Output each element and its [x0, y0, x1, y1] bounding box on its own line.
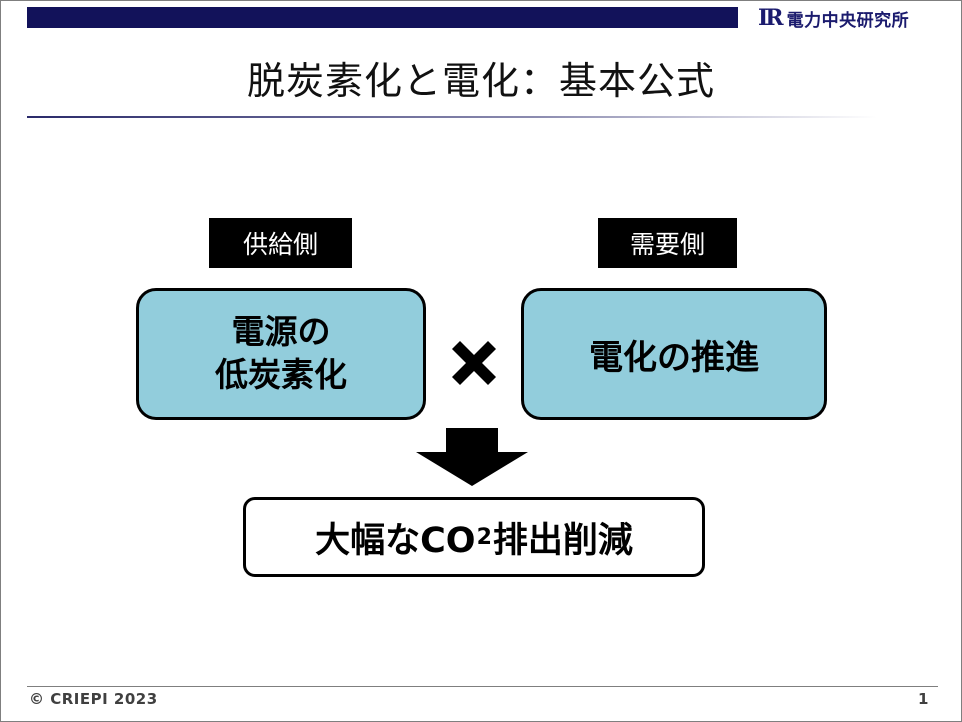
title-divider	[27, 116, 877, 118]
footer-copyright: © CRIEPI 2023	[29, 690, 158, 708]
logo-text: 電力中央研究所	[786, 10, 910, 31]
supply-side-label: 供給側	[209, 218, 352, 268]
result-prefix: 大幅なCO	[315, 520, 476, 561]
result-suffix: 排出削減	[492, 520, 633, 561]
result-subscript: 2	[476, 524, 492, 550]
demand-side-label: 需要側	[598, 218, 737, 268]
supply-box-line1: 電源の	[231, 312, 331, 352]
down-arrow-icon	[416, 428, 528, 486]
footer-divider	[27, 686, 938, 687]
slide-title: 脱炭素化と電化：基本公式	[246, 59, 715, 103]
demand-box: 電化の推進	[521, 288, 827, 420]
logo-mark: IR	[758, 5, 784, 31]
criepi-logo: IR 電力中央研究所	[758, 5, 909, 31]
supply-box: 電源の 低炭素化	[136, 288, 426, 420]
page-number: 1	[918, 690, 929, 708]
supply-box-line2: 低炭素化	[215, 355, 347, 394]
header-bar	[27, 7, 738, 28]
multiply-icon	[452, 341, 496, 385]
